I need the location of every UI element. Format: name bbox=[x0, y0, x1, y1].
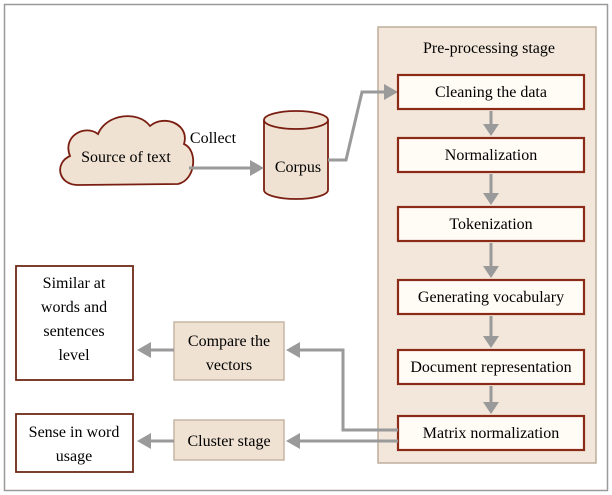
corpus-label: Corpus bbox=[275, 159, 321, 176]
down-arrow-4 bbox=[483, 316, 499, 348]
source-of-text-label: Source of text bbox=[81, 149, 171, 166]
step-label: Document representation bbox=[410, 359, 571, 376]
corpus-cylinder: Corpus bbox=[263, 110, 329, 200]
sense-in-word-usage-box: Sense in word usage bbox=[15, 413, 134, 473]
compare-label-line-2: vectors bbox=[206, 357, 252, 374]
down-arrow-3 bbox=[483, 243, 499, 278]
step-box bbox=[396, 278, 586, 316]
cloud-shape bbox=[59, 115, 194, 186]
collect-label: Collect bbox=[190, 130, 237, 147]
step-box bbox=[396, 414, 586, 452]
compare-the-vectors-box: Compare the vectors bbox=[173, 321, 285, 381]
sense-box bbox=[15, 413, 134, 473]
down-arrow-5 bbox=[483, 386, 499, 414]
sense-line-2: usage bbox=[56, 448, 92, 465]
step-box bbox=[396, 205, 586, 243]
step-document-representation: Document representation bbox=[396, 348, 586, 386]
step-label: Generating vocabulary bbox=[418, 289, 564, 306]
similar-line-2: words and bbox=[41, 299, 107, 316]
step-label: Cleaning the data bbox=[435, 84, 547, 101]
step-label: Matrix normalization bbox=[423, 425, 559, 442]
collect-arrow bbox=[189, 160, 264, 176]
step-label: Tokenization bbox=[449, 216, 532, 233]
step-tokenization: Tokenization bbox=[396, 205, 586, 243]
compare-box bbox=[173, 321, 285, 381]
matrix-to-cluster-arrow bbox=[286, 433, 398, 449]
similar-at-words-box: Similar at words and sentences level bbox=[15, 265, 134, 381]
step-box bbox=[396, 73, 586, 111]
cluster-label: Cluster stage bbox=[187, 433, 270, 450]
source-of-text-cloud: Source of text bbox=[59, 115, 194, 186]
cluster-stage-box: Cluster stage bbox=[173, 419, 285, 461]
similar-line-3: sentences bbox=[43, 323, 104, 340]
cluster-to-sense-arrow bbox=[137, 433, 174, 449]
step-label: Normalization bbox=[445, 147, 537, 164]
step-matrix-normalization: Matrix normalization bbox=[396, 414, 586, 452]
down-arrow-1 bbox=[483, 111, 499, 136]
compare-label-line-1: Compare the bbox=[188, 333, 270, 350]
compare-to-similar-arrow bbox=[137, 342, 174, 358]
sense-line-1: Sense in word bbox=[29, 424, 120, 441]
preprocessing-stage-title: Pre-processing stage bbox=[423, 40, 555, 57]
corpus-to-cleaning-arrow bbox=[328, 84, 398, 162]
step-box bbox=[396, 348, 586, 386]
similar-line-1: Similar at bbox=[43, 275, 106, 292]
step-normalization: Normalization bbox=[396, 136, 586, 174]
down-arrow-2 bbox=[483, 174, 499, 205]
matrix-to-compare-arrow bbox=[286, 342, 398, 432]
cylinder-body bbox=[263, 120, 329, 200]
step-box bbox=[396, 136, 586, 174]
step-generating-vocabulary: Generating vocabulary bbox=[396, 278, 586, 316]
similar-box bbox=[15, 265, 134, 381]
similar-line-4: level bbox=[58, 347, 90, 364]
cylinder-top bbox=[263, 110, 329, 130]
step-cleaning-the-data: Cleaning the data bbox=[396, 73, 586, 111]
